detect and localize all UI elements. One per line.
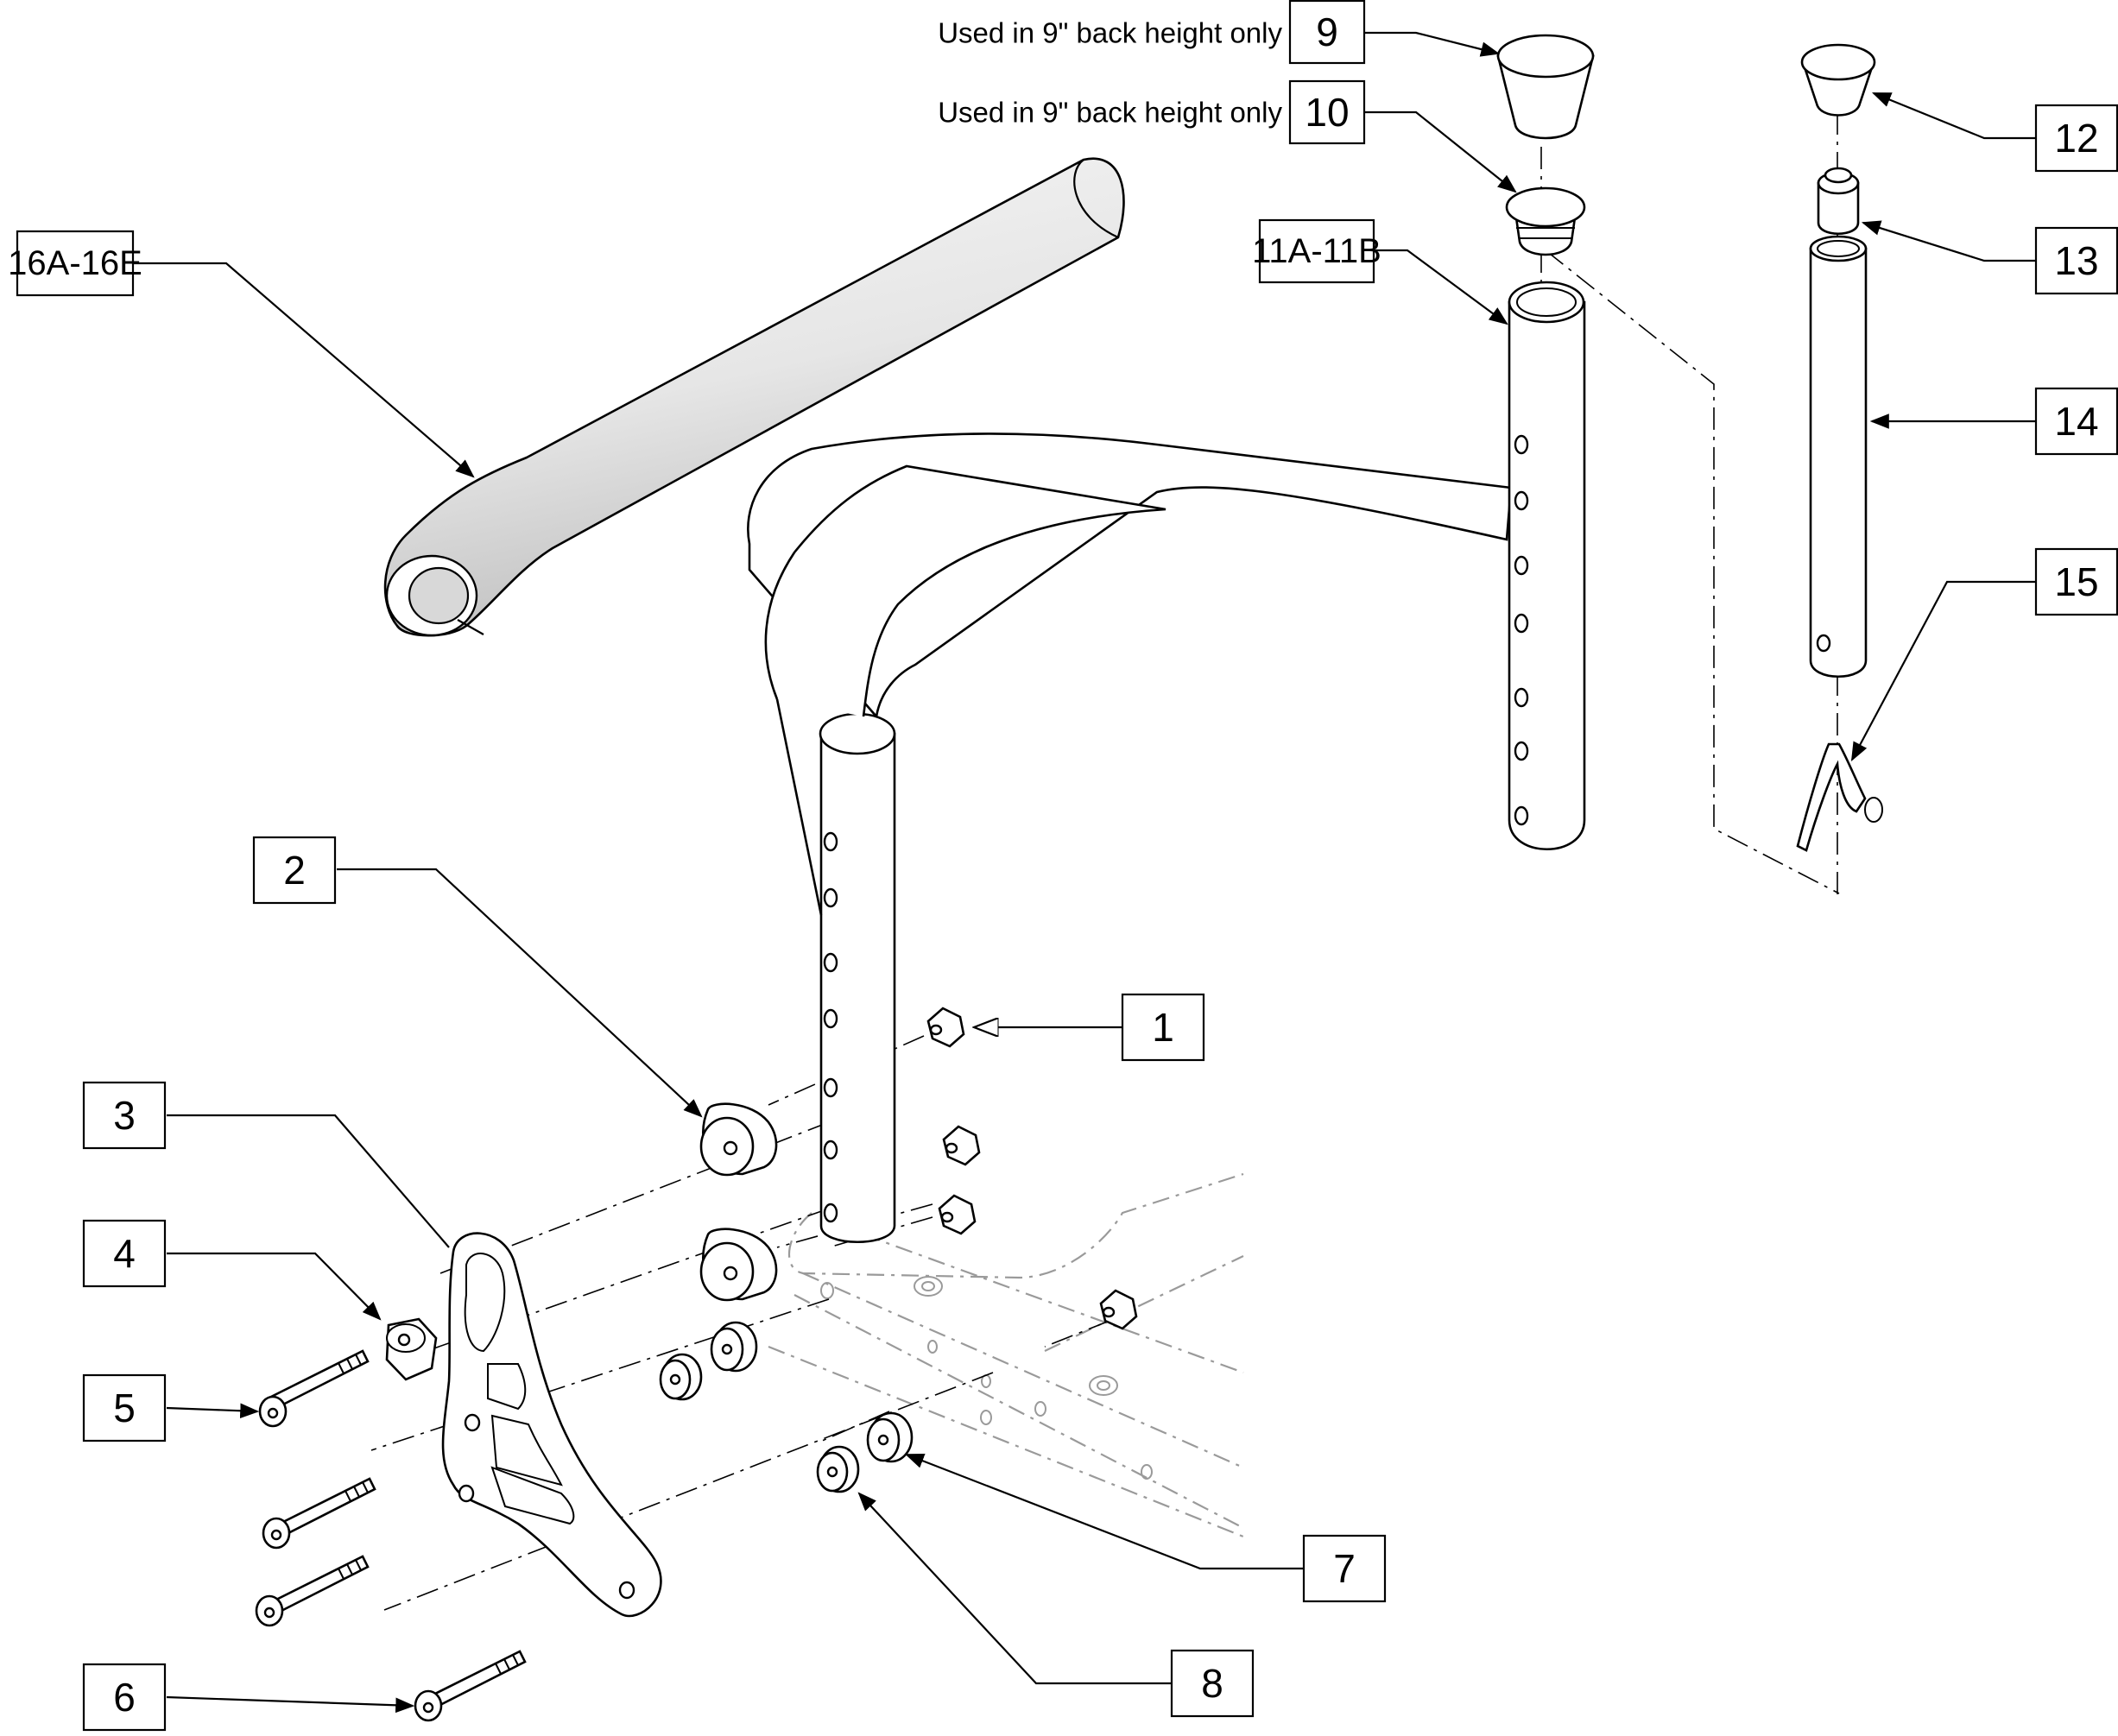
- callout-1: 1: [1121, 993, 1205, 1062]
- svg-text:14: 14: [2054, 399, 2098, 444]
- callout-11: 11A-11B: [1252, 218, 1381, 284]
- back-frame-tube: [747, 432, 1513, 1244]
- nuts: [926, 1007, 1138, 1330]
- spacers: [659, 1102, 914, 1493]
- callout-2: 2: [252, 836, 337, 905]
- note-part-9: Used in 9" back height only: [938, 17, 1282, 49]
- nut: [1099, 1289, 1138, 1330]
- svg-text:6: 6: [113, 1675, 136, 1720]
- callout-labels: 1 2 3 4 5 6 7 8: [8, 0, 2118, 1732]
- callout-15: 15: [2034, 547, 2118, 616]
- callout-9: 9: [1288, 0, 1366, 65]
- insert-part: [1817, 167, 1860, 235]
- callout-3: 3: [82, 1081, 167, 1150]
- svg-text:16A-16E: 16A-16E: [8, 244, 142, 282]
- right-cap-part: [1800, 43, 1876, 117]
- svg-text:8: 8: [1201, 1661, 1223, 1706]
- svg-text:9: 9: [1316, 9, 1338, 54]
- svg-text:11A-11B: 11A-11B: [1252, 232, 1381, 270]
- callout-7: 7: [1302, 1534, 1387, 1603]
- top-cap-part: [1496, 34, 1595, 140]
- svg-text:12: 12: [2054, 116, 2098, 161]
- callout-12: 12: [2034, 104, 2118, 173]
- svg-text:13: 13: [2054, 238, 2098, 283]
- spring-clip-part: [1796, 742, 1883, 852]
- back-post-part: [1508, 281, 1586, 851]
- nut: [938, 1194, 977, 1235]
- callout-5: 5: [82, 1373, 167, 1442]
- svg-text:1: 1: [1152, 1005, 1174, 1050]
- callout-6: 6: [82, 1663, 167, 1732]
- center-lines: [370, 112, 1840, 1611]
- nut: [942, 1125, 981, 1166]
- ghost-frame: [768, 1172, 1244, 1538]
- callout-16: 16A-16E: [8, 230, 142, 297]
- extension-tube-part: [1809, 235, 1868, 678]
- notes: Used in 9" back height only Used in 9" b…: [938, 17, 1282, 129]
- svg-text:5: 5: [113, 1386, 136, 1430]
- callout-13: 13: [2034, 226, 2118, 295]
- leader-lines: [131, 31, 2036, 1714]
- hex-spacer-part: [385, 1317, 438, 1381]
- callout-10: 10: [1288, 79, 1366, 145]
- bolts: [255, 1349, 527, 1722]
- svg-text:4: 4: [113, 1231, 136, 1276]
- callout-14: 14: [2034, 387, 2118, 456]
- callout-8: 8: [1170, 1649, 1255, 1718]
- side-plate-part: [441, 1232, 662, 1618]
- note-part-10: Used in 9" back height only: [938, 97, 1282, 129]
- ribbed-plug-part: [1505, 186, 1586, 256]
- svg-text:15: 15: [2054, 559, 2098, 604]
- svg-text:7: 7: [1333, 1546, 1356, 1591]
- callout-4: 4: [82, 1219, 167, 1288]
- back-pad-part: [383, 157, 1125, 637]
- svg-text:3: 3: [113, 1093, 136, 1138]
- nut: [926, 1007, 965, 1048]
- svg-text:10: 10: [1305, 90, 1349, 135]
- svg-text:2: 2: [283, 848, 306, 893]
